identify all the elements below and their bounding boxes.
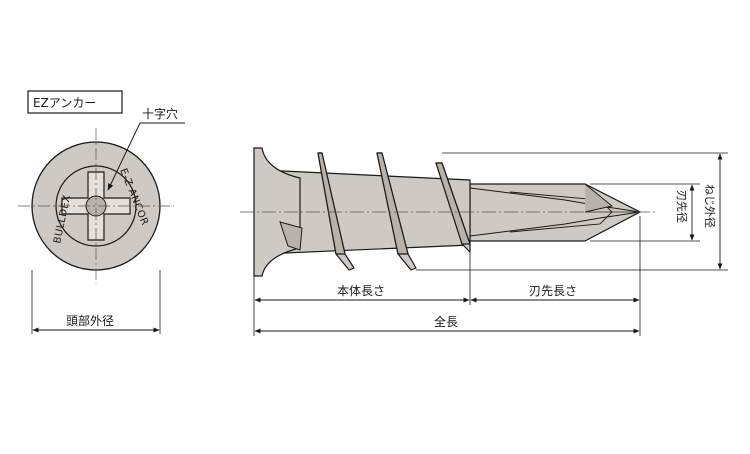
recess-leader [107,122,185,191]
front-view: BULLDEX E-Z ANCOR 十字穴 頭部外径 [18,106,185,334]
recess-label: 十字穴 [142,106,178,121]
tip-length-label: 刃先長さ [529,284,577,298]
body-length-label: 本体長さ [337,284,385,298]
side-view: 本体長さ 刃先長さ 全長 刃先径 ねじ外径 [240,147,728,336]
thread-diameter-label: ねじ外径 [703,184,716,228]
total-length-label: 全長 [434,314,458,329]
head-diameter-label: 頭部外径 [66,313,114,328]
product-label: EZアンカー [33,96,96,110]
drill-tip [469,183,642,242]
threads [317,152,471,271]
product-label-box: EZアンカー [27,90,123,114]
head-notch [279,221,303,251]
tip-diameter-label: 刃先径 [675,190,688,223]
